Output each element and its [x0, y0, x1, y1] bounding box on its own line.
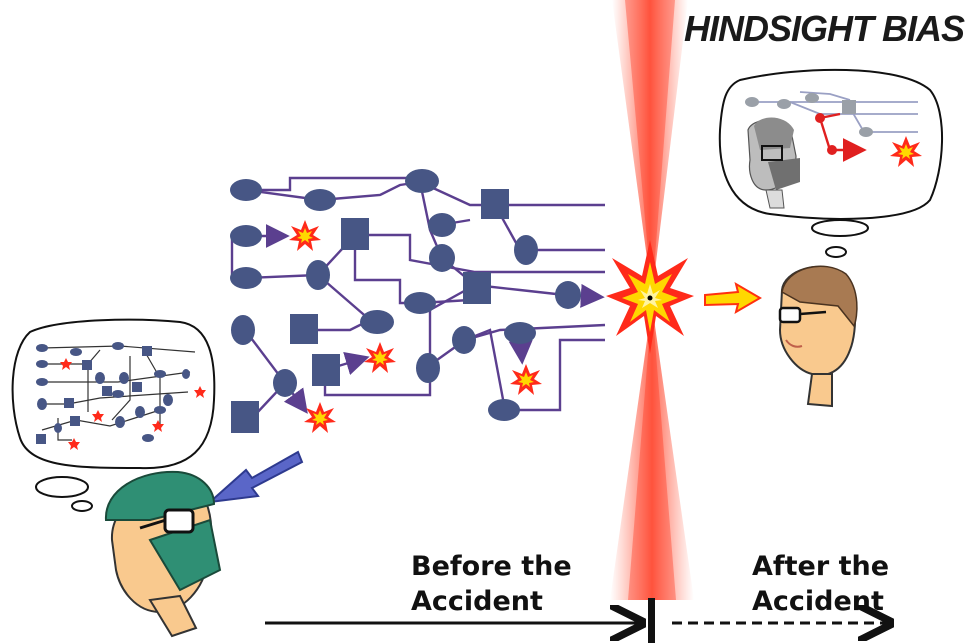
surgeon-head-icon [104, 470, 222, 638]
node [231, 315, 255, 345]
before-accident-label: Before the Accident [411, 549, 572, 619]
node [488, 399, 520, 421]
after-line1: After the [752, 551, 890, 582]
explosion-icon [289, 220, 321, 251]
thought-bubble-after [718, 68, 944, 258]
after-accident-label: After the Accident [752, 549, 889, 619]
node [341, 218, 369, 250]
explosion-icon [304, 402, 336, 433]
node [360, 310, 394, 334]
accident-beam [610, 0, 694, 600]
remembered-surgeon-icon [747, 117, 800, 209]
node [230, 225, 262, 247]
node [428, 213, 456, 237]
node [404, 292, 436, 314]
after-line2: Accident [752, 586, 884, 617]
explosion-icon [364, 342, 396, 373]
node [463, 272, 491, 304]
accident-marker [648, 598, 655, 643]
diagram-title: HINDSIGHT BIAS [683, 8, 965, 49]
node [304, 189, 336, 211]
before-line1: Before the [411, 551, 572, 582]
node [452, 326, 476, 354]
before-line2: Accident [411, 586, 543, 617]
node [306, 260, 330, 290]
thought-bubble-before [11, 318, 216, 512]
node [555, 281, 581, 309]
explosion-icon [510, 364, 542, 395]
observer-head-icon [778, 265, 858, 408]
node [514, 235, 538, 265]
foresight-arrow-icon [206, 450, 304, 504]
node [230, 179, 262, 201]
node [405, 169, 439, 193]
node [416, 353, 440, 383]
node [312, 354, 340, 386]
node [290, 314, 318, 344]
node [230, 267, 262, 289]
timeline [265, 598, 888, 643]
node [429, 244, 455, 272]
accident-explosion-icon [606, 240, 694, 354]
node [504, 322, 536, 344]
node [481, 189, 509, 219]
hindsight-arrow-icon [704, 281, 762, 315]
node [273, 369, 297, 397]
event-network-nodes [230, 169, 581, 433]
node [231, 401, 259, 433]
